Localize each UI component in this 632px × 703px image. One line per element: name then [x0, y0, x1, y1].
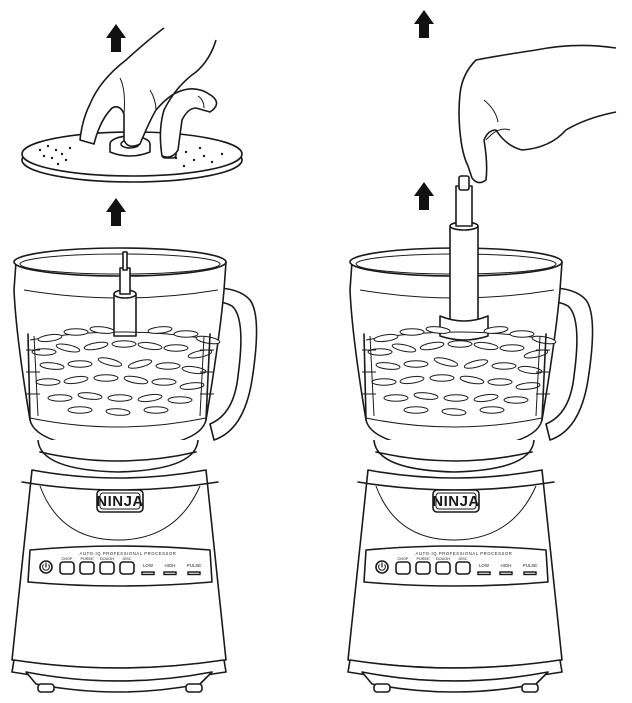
low-button[interactable] [477, 571, 491, 576]
low-label: LOW [479, 563, 490, 568]
slicing-disc [21, 131, 243, 183]
puree-button[interactable] [415, 561, 431, 575]
high-button[interactable] [499, 571, 513, 576]
high-button[interactable] [163, 571, 177, 576]
chop-label: CHOP [398, 557, 409, 561]
puree-label: PUREE [416, 557, 430, 561]
dough-button[interactable] [435, 561, 451, 575]
chop-button[interactable] [395, 561, 411, 575]
control-buttons: CHOP PUREE DOUGH DISC LOW HIGH PULSE [395, 557, 537, 576]
pulse-button[interactable] [187, 571, 201, 576]
pulse-label: PULSE [187, 563, 201, 568]
up-arrow-icon [106, 198, 126, 226]
model-label: AUTO-IQ PROFESSIONAL PROCESSOR [416, 551, 513, 556]
chop-button[interactable] [59, 561, 75, 575]
high-label: HIGH [501, 563, 512, 568]
up-arrow-icon [414, 10, 434, 38]
dough-label: DOUGH [100, 557, 114, 561]
pulse-button[interactable] [523, 571, 537, 576]
brand-logo: NINJA [96, 493, 144, 510]
disc-button[interactable] [455, 561, 471, 575]
disc-label: DISC [122, 557, 131, 561]
disc-label: DISC [458, 557, 467, 561]
puree-button[interactable] [79, 561, 95, 575]
left-figure: NINJA AUTO-IQ PROFESSIONAL PROCESSOR CHO… [11, 24, 258, 693]
right-figure: NINJA AUTO-IQ PROFESSIONAL PROCESSOR CHO… [347, 10, 617, 693]
model-label: AUTO-IQ PROFESSIONAL PROCESSOR [80, 551, 177, 556]
low-button[interactable] [141, 571, 155, 576]
chop-label: CHOP [62, 557, 73, 561]
control-buttons: CHOP PUREE DOUGH DISC LOW HIGH PULSE [59, 557, 201, 576]
disc-button[interactable] [119, 561, 135, 575]
up-arrow-icon [106, 24, 126, 52]
brand-logo: NINJA [432, 493, 480, 510]
dough-label: DOUGH [436, 557, 450, 561]
high-label: HIGH [165, 563, 176, 568]
spindle [113, 251, 137, 337]
hand-icon [79, 27, 218, 158]
up-arrow-icon [414, 182, 434, 210]
puree-label: PUREE [80, 557, 94, 561]
low-label: LOW [143, 563, 154, 568]
disc-adapter [439, 175, 489, 341]
pulse-label: PULSE [523, 563, 537, 568]
dough-button[interactable] [99, 561, 115, 575]
hand-icon [458, 44, 617, 184]
